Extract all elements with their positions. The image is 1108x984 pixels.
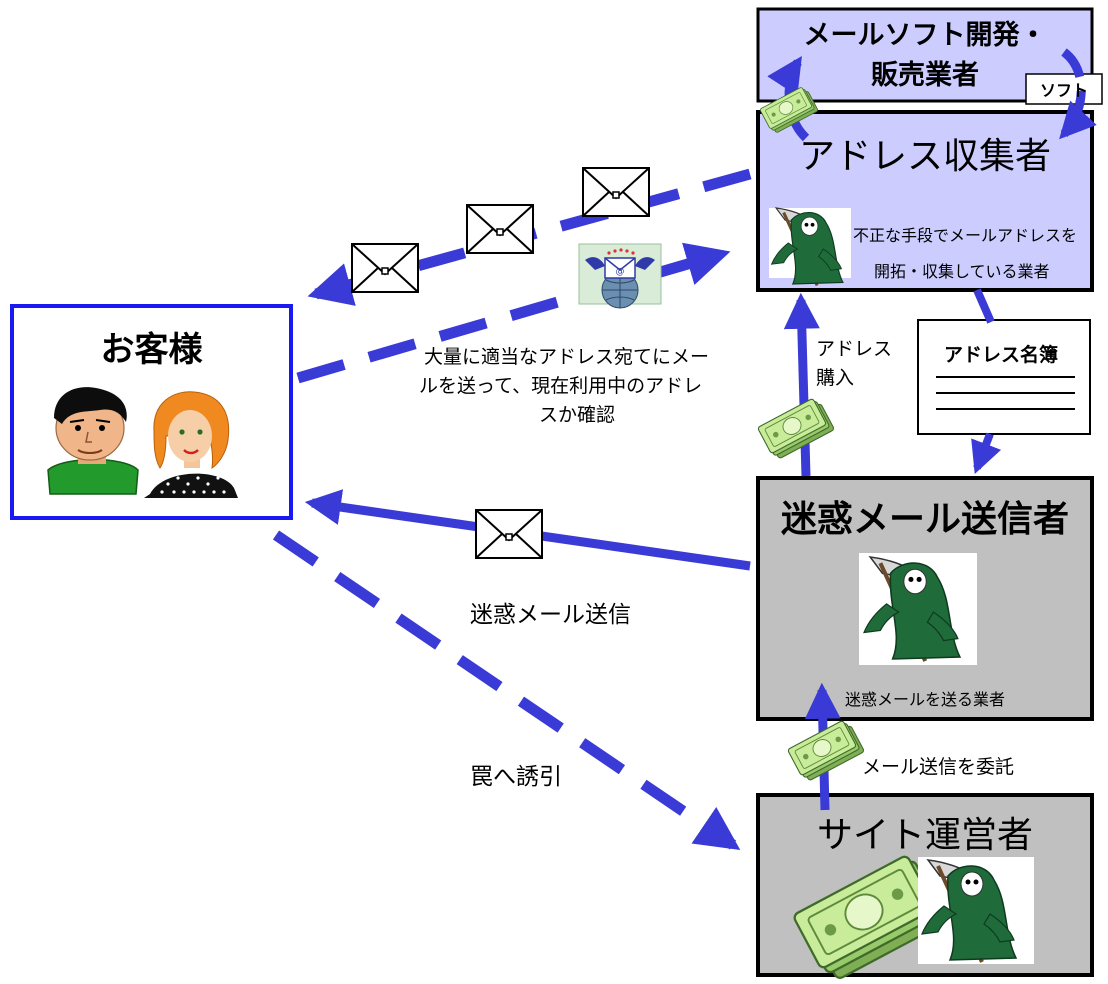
grim-reaper-icon — [918, 857, 1034, 964]
lure-label: 罠へ誘引 — [470, 764, 562, 790]
spam-send-label: 迷惑メール送信 — [470, 602, 631, 628]
envelope-icon — [475, 509, 543, 559]
addressbook-arrow-a — [973, 288, 995, 324]
software-delivery-arrow — [1059, 48, 1097, 140]
address-book-node — [917, 319, 1091, 435]
site-operator-title: サイト運営者 — [816, 815, 1033, 856]
software-vendor-title: メールソフト開発・ 販売業者 — [803, 20, 1047, 91]
purchase-label-line1: アドレス — [816, 338, 893, 360]
spammer-desc: 迷惑メールを送る業者 — [844, 690, 1005, 709]
envelope-icon — [582, 167, 650, 217]
customer-title: お客様 — [100, 329, 203, 370]
svg-text:@: @ — [616, 267, 625, 277]
addressbook-arrow-b — [971, 432, 1002, 474]
grim-reaper-icon — [859, 553, 977, 665]
software-tag — [1025, 73, 1103, 105]
commission-label: メール送信を委託 — [862, 756, 1015, 778]
harvester-title: アドレス収集者 — [798, 136, 1051, 177]
purchase-arrow — [783, 292, 820, 477]
software-tag-label: ソフト — [1039, 81, 1088, 100]
probe-label-line3: スか確認 — [539, 404, 616, 426]
probe-label-line2: ルを送って、現在利用中のアドレ — [419, 375, 703, 397]
envelope-icon — [351, 243, 419, 293]
spammer-title: 迷惑メール送信者 — [780, 499, 1069, 540]
man-avatar-icon — [47, 387, 139, 495]
money-stack-icon — [756, 395, 836, 462]
harvester-desc-line1: 不正な手段でメールアドレスを — [853, 226, 1078, 245]
address-book-title: アドレス名簿 — [944, 344, 1059, 366]
grim-reaper-icon — [769, 206, 851, 288]
purchase-label-line2: 購入 — [816, 367, 855, 389]
lure-arrow — [272, 530, 741, 850]
envelope-icon — [466, 204, 534, 254]
harvester-desc-line2: 開拓・収集している業者 — [874, 262, 1050, 281]
woman-avatar-icon — [144, 391, 238, 498]
winged-email-icon: @ — [578, 243, 662, 309]
probe-label-line1: 大量に適当なアドレス宛てにメー — [424, 346, 710, 368]
